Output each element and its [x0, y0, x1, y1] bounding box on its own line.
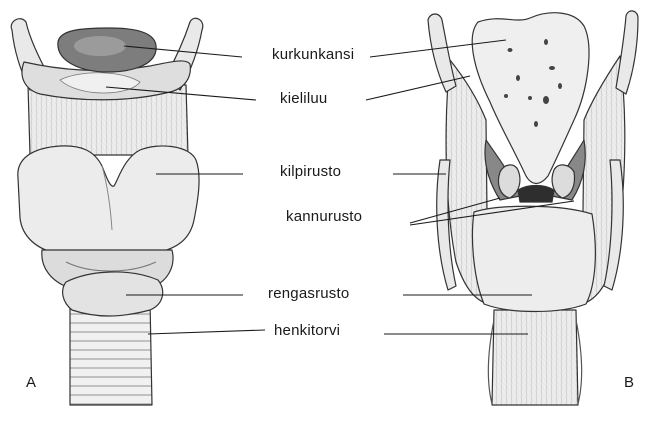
label-cricoid: rengasrusto — [268, 285, 349, 302]
label-trachea: henkitorvi — [274, 322, 340, 339]
label-arytenoid: kannurusto — [286, 208, 362, 225]
cricoid-lamina-b — [472, 206, 595, 311]
cricoid-cartilage-a — [63, 272, 163, 316]
larynx-front-view — [11, 18, 203, 405]
figure-label-b: B — [624, 374, 634, 391]
larynx-back-view — [428, 11, 638, 405]
label-epiglottis: kurkunkansi — [272, 46, 354, 63]
leader-trachea-a — [148, 330, 265, 334]
figure-label-a: A — [26, 374, 36, 391]
thyroid-cartilage-a — [18, 146, 199, 254]
superior-horn-right-b — [616, 11, 638, 94]
trachea-b — [492, 310, 578, 405]
label-hyoid: kieliluu — [280, 90, 327, 107]
label-thyroid: kilpirusto — [280, 163, 341, 180]
